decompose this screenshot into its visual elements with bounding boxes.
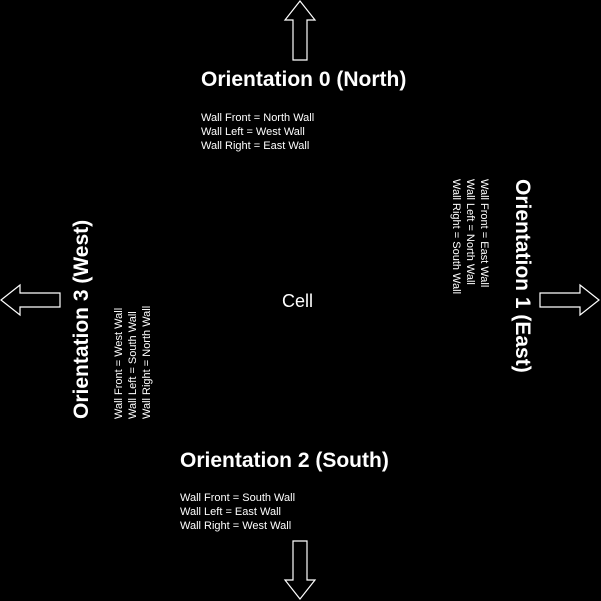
wall-front-text: Wall Front = West Wall [113,307,125,419]
wall-left-text: Wall Left = South Wall [127,311,139,419]
up-arrow-icon [283,0,317,61]
orientation-2-title: Orientation 2 (South) [180,449,389,472]
wall-right-text: Wall Right = West Wall [180,520,292,532]
orientation-3-title: Orientation 3 (West) [70,219,93,419]
wall-front-text: Wall Front = North Wall [201,112,315,124]
wall-right-text: Wall Right = East Wall [201,140,310,152]
wall-front-text: Wall Front = East Wall [478,179,490,288]
orientation-1-title: Orientation 1 (East) [511,179,534,373]
wall-right-text: Wall Right = South Wall [450,179,462,295]
orientation-3-walls: Wall Front = West Wall Wall Left = South… [112,306,154,419]
wall-front-text: Wall Front = South Wall [180,492,296,504]
right-arrow-icon [539,283,600,317]
orientation-2-walls: Wall Front = South Wall Wall Left = East… [180,491,295,533]
wall-left-text: Wall Left = East Wall [180,506,281,518]
wall-right-text: Wall Right = North Wall [141,305,153,419]
wall-left-text: Wall Left = West Wall [201,126,305,138]
orientation-0-walls: Wall Front = North Wall Wall Left = West… [201,111,314,153]
wall-left-text: Wall Left = North Wall [464,179,476,285]
orientation-0-title: Orientation 0 (North) [201,68,407,91]
orientation-1-walls: Wall Front = East Wall Wall Left = North… [449,179,491,294]
down-arrow-icon [283,540,317,600]
cell-label: Cell [282,291,314,311]
left-arrow-icon [0,283,61,317]
